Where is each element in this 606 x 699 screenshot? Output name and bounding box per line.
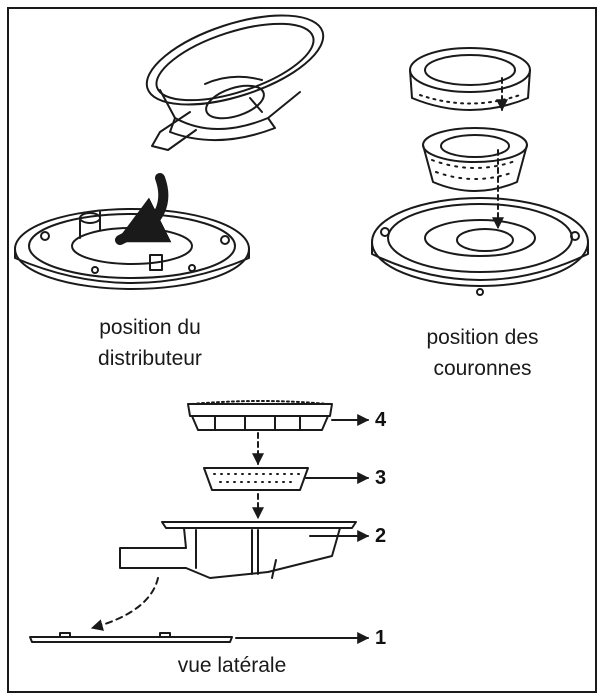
part-number-3: 3 xyxy=(375,467,387,489)
part-pointers xyxy=(235,414,370,644)
caption-side-view: vue latérale xyxy=(177,654,287,677)
caption-distributor: position du distributeur xyxy=(60,312,240,374)
caption-crowns-line-2: couronnes xyxy=(433,357,532,380)
caption-crowns: position des couronnes xyxy=(395,322,570,384)
distributor-position-illustration xyxy=(14,173,250,290)
part-number-4: 4 xyxy=(375,409,387,431)
part-number-1: 1 xyxy=(375,627,387,649)
distributor-tilted-illustration xyxy=(145,14,325,151)
caption-distributor-line-2: distributeur xyxy=(98,347,202,370)
crowns-position-illustration xyxy=(371,47,589,296)
caption-distributor-line-1: position du xyxy=(99,316,201,339)
part-number-2: 2 xyxy=(375,525,387,547)
caption-crowns-line-1: position des xyxy=(426,326,539,349)
side-view-illustration xyxy=(29,400,357,643)
diagram-frame xyxy=(7,7,597,693)
